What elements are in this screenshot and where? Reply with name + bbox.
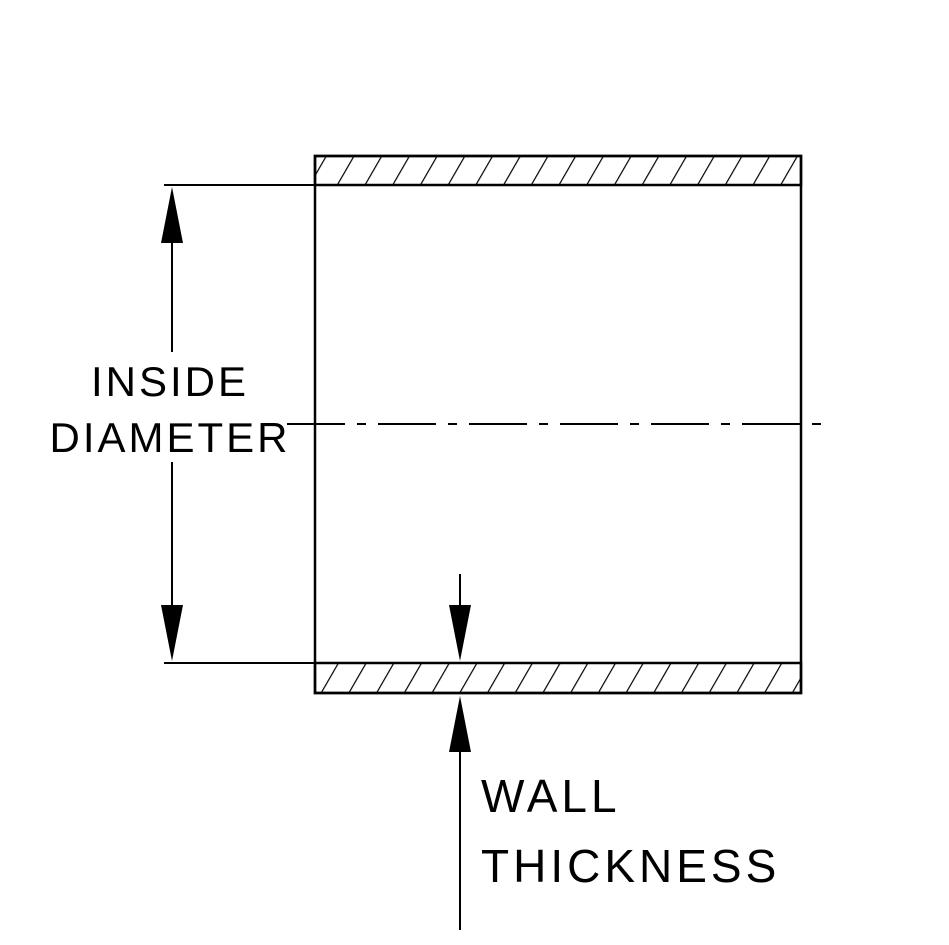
top-wall-hatch <box>313 154 803 187</box>
inside-diameter-arrow-up-icon <box>161 187 183 243</box>
inside-diameter-label-line1: INSIDE <box>91 358 249 405</box>
inside-diameter-label-line2: DIAMETER <box>49 414 290 461</box>
bottom-wall-hatch <box>313 661 803 695</box>
wall-thickness-label-line1: WALL <box>481 770 621 822</box>
inside-diameter-arrow-down-icon <box>161 605 183 661</box>
wall-thickness-arrow-up-icon <box>449 696 471 752</box>
wall-thickness-arrow-down-icon <box>449 605 471 661</box>
wall-thickness-label-line2: THICKNESS <box>481 840 780 892</box>
